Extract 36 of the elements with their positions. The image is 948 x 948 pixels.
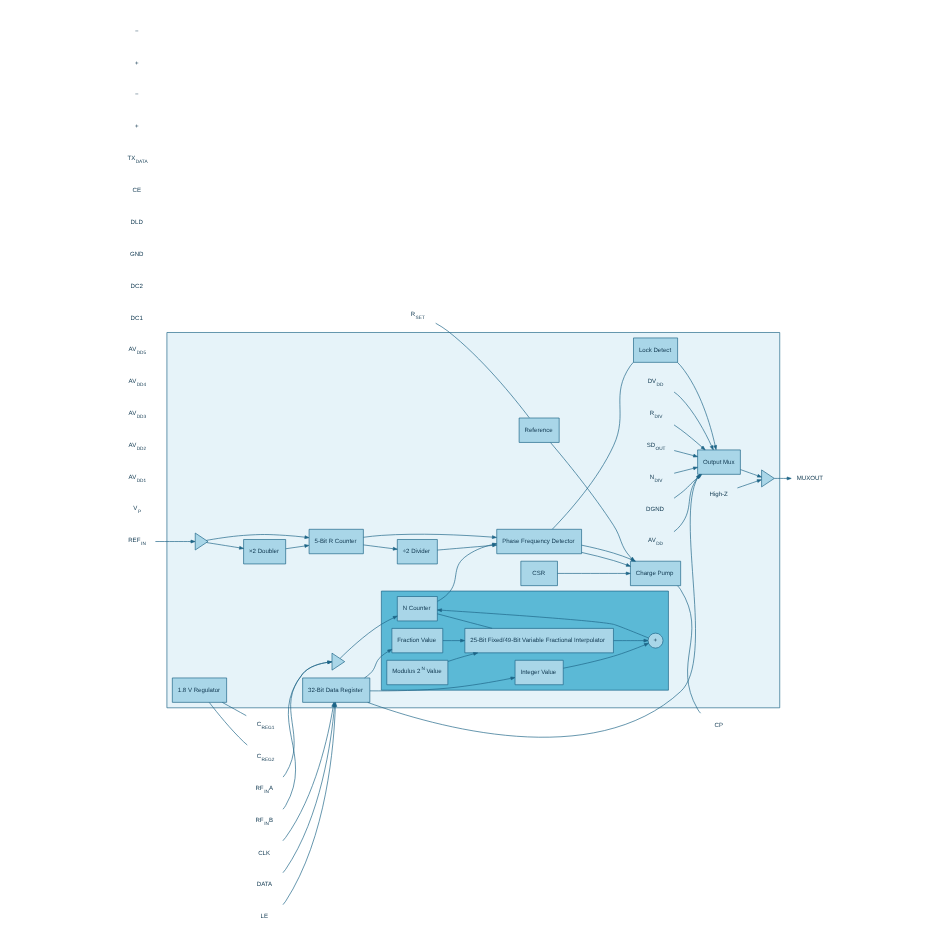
arrow xyxy=(363,544,398,551)
arrow xyxy=(737,479,762,489)
connector xyxy=(677,585,701,714)
arrow xyxy=(562,643,649,669)
node-triangle xyxy=(761,469,775,488)
node-triangle xyxy=(194,532,209,551)
arrow xyxy=(442,638,465,643)
arrow xyxy=(205,534,310,541)
connector xyxy=(437,613,493,629)
arrow xyxy=(673,424,706,451)
arrow xyxy=(581,552,631,567)
arrow xyxy=(364,649,393,679)
connector xyxy=(552,361,634,530)
arrow xyxy=(369,676,516,692)
arrow xyxy=(363,533,497,539)
arrow xyxy=(673,391,714,451)
node-triangle xyxy=(331,652,346,671)
arrow xyxy=(673,466,698,474)
arrow xyxy=(339,615,398,659)
arrow xyxy=(740,469,762,478)
connector xyxy=(208,702,248,746)
connector xyxy=(435,322,530,419)
arrow xyxy=(677,362,717,450)
arrow xyxy=(550,442,635,562)
cluster xyxy=(381,590,669,691)
arrow xyxy=(447,652,478,662)
arrow xyxy=(437,608,649,639)
arrow xyxy=(206,542,244,550)
arrow xyxy=(557,571,631,576)
arrow xyxy=(155,539,196,544)
arrow xyxy=(581,544,636,562)
connector xyxy=(221,702,247,716)
arrow xyxy=(673,450,698,458)
arrow xyxy=(774,476,792,481)
arrow xyxy=(285,544,310,550)
arrow xyxy=(613,638,649,643)
